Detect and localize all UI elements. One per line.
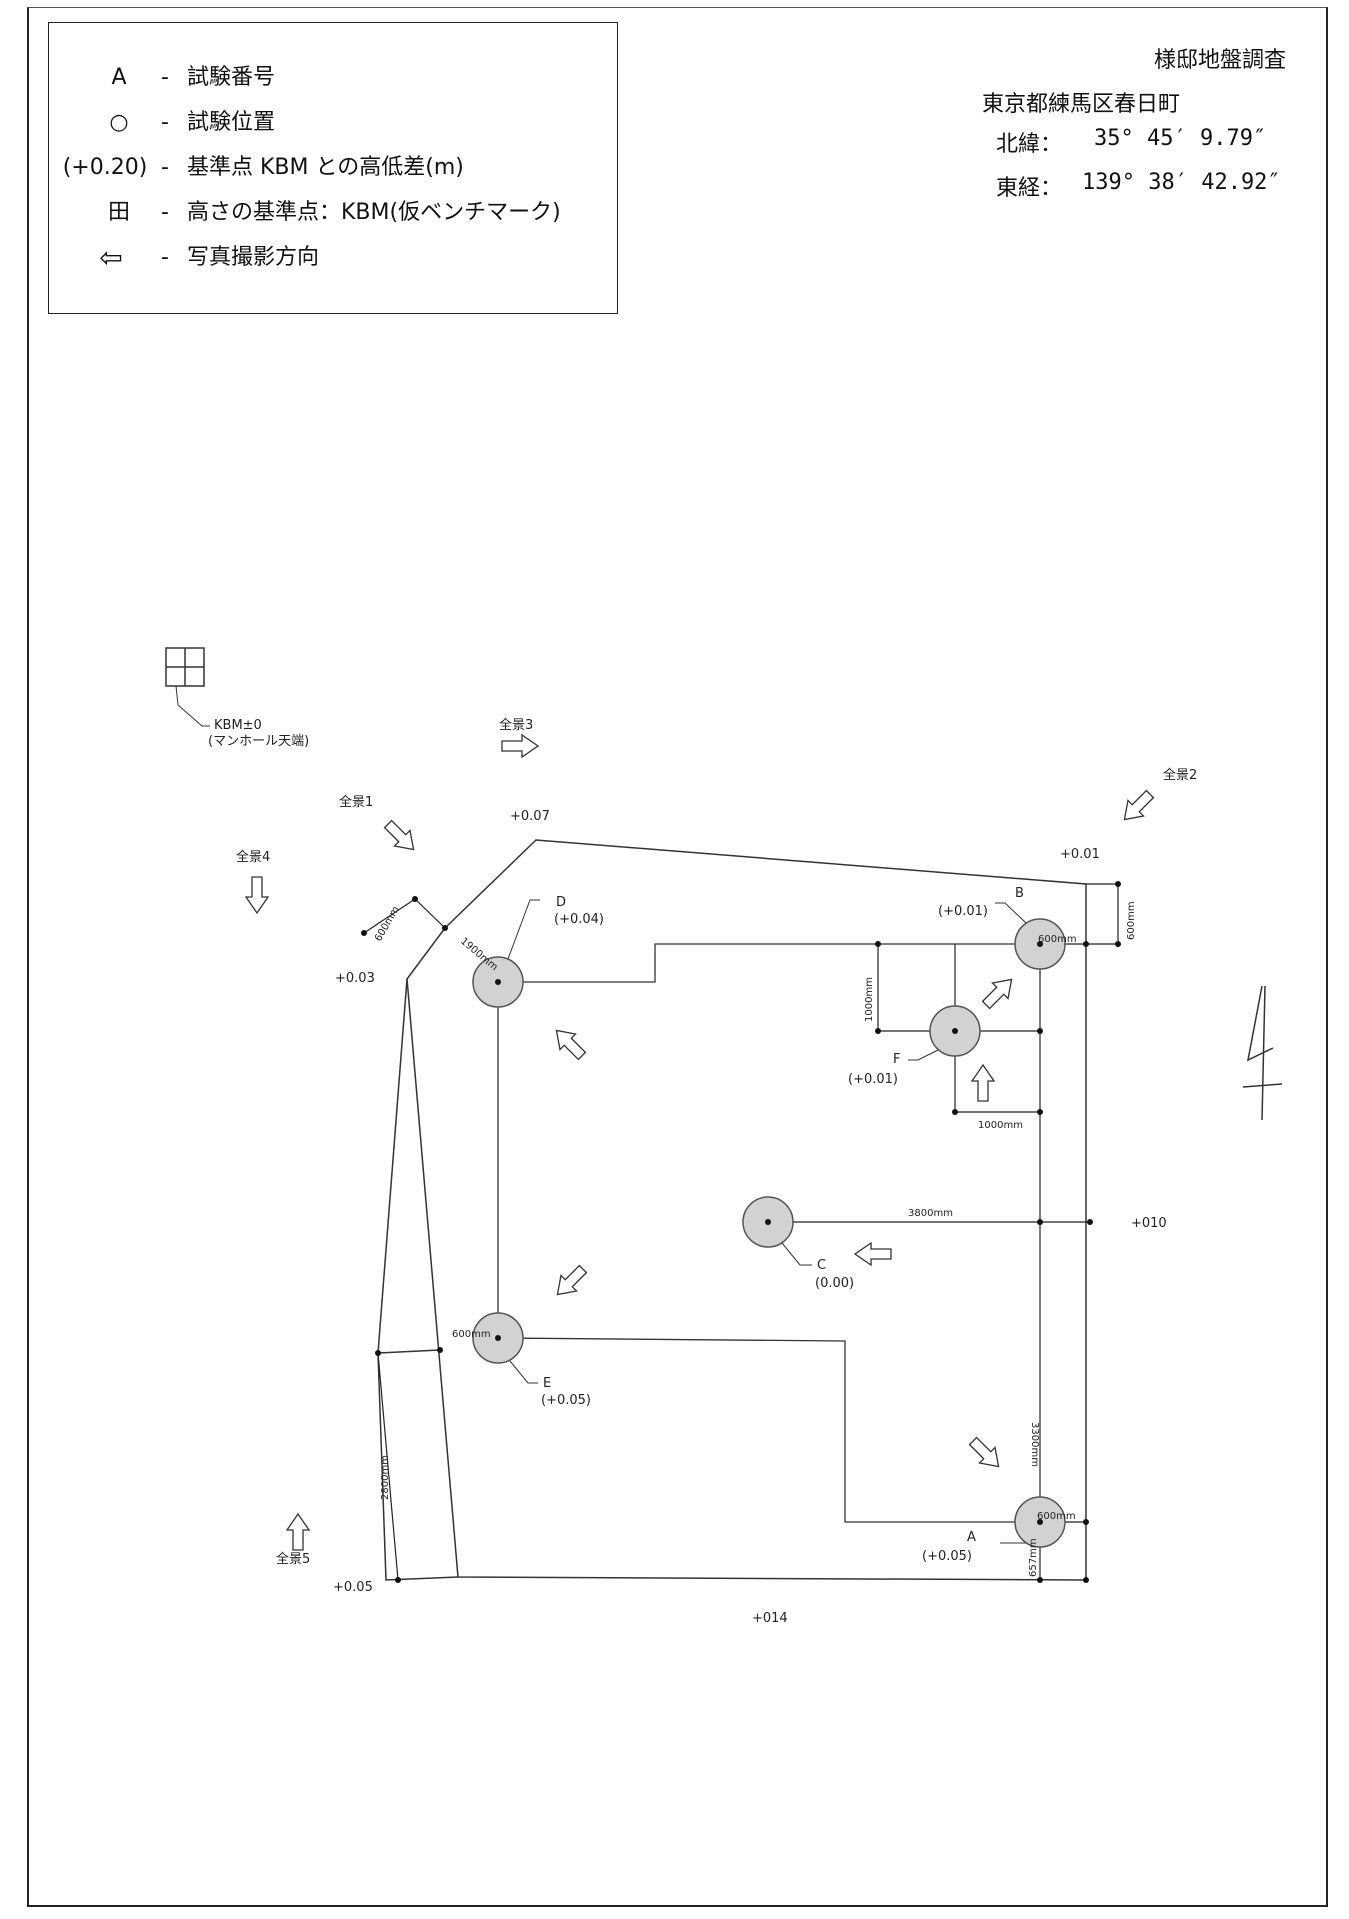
dim-label-657: 657mm: [1028, 1538, 1039, 1577]
arrow-down-left-icon: [556, 1264, 588, 1296]
test-elev-F: (+0.01): [848, 1072, 898, 1087]
legend-text: 写真撮影方向: [187, 245, 320, 270]
legend-symbol: A: [111, 65, 127, 90]
test-elev-D: (+0.04): [554, 912, 604, 927]
elev-top-right: +0.01: [1060, 847, 1100, 862]
arrow-down-right-icon: [968, 1436, 1000, 1468]
test-elev-C: (0.00): [815, 1276, 854, 1291]
arrow-down-icon: [244, 876, 270, 915]
test-label-E: E: [543, 1376, 551, 1391]
dim-label-1000-v: 1000mm: [864, 977, 875, 1022]
view-label-3: 全景3: [499, 717, 533, 733]
test-elev-A: (+0.05): [922, 1549, 972, 1564]
arrow-right-icon: [501, 733, 540, 759]
legend-symbol: (+0.20): [62, 155, 148, 180]
test-point-E: [472, 1312, 538, 1384]
test-elev-B: (+0.01): [938, 904, 988, 919]
test-point-B: [995, 902, 1066, 970]
legend-dash: -: [161, 245, 169, 270]
elev-right-mid: +010: [1131, 1216, 1167, 1231]
view-label-5: 全景5: [276, 1551, 310, 1567]
legend-text: 高さの基準点：KBM(仮ベンチマーク): [187, 200, 561, 225]
elev-bottom-left: +0.05: [333, 1580, 373, 1595]
view-label-4: 全景4: [236, 849, 270, 865]
latitude-value: 35° 45′ 9.79″: [1094, 126, 1267, 151]
dim-label-600-right: 600mm: [1126, 901, 1137, 940]
dim-label-1000-h: 1000mm: [978, 1120, 1023, 1131]
dim-label-600-e: 600mm: [452, 1329, 491, 1340]
arrow-down-left-icon: [1123, 789, 1155, 821]
test-point-C: [742, 1196, 812, 1266]
legend-text: 試験番号: [187, 65, 276, 90]
legend-dash: -: [161, 200, 169, 225]
arrow-up-icon: [970, 1063, 996, 1102]
test-point-A: [1000, 1496, 1066, 1548]
page-frame: [27, 7, 1328, 1907]
legend-text: 基準点 KBM との高低差(m): [187, 155, 464, 180]
arrow-down-right-icon: [383, 819, 415, 851]
test-label-A: A: [967, 1530, 976, 1545]
legend-text: 試験位置: [187, 110, 276, 135]
kbm-sublabel: (マンホール天端): [208, 734, 309, 749]
test-point-D: [472, 899, 540, 1008]
grid-box-icon: 田: [107, 200, 130, 225]
elev-top: +0.07: [510, 809, 550, 824]
test-elev-E: (+0.05): [541, 1393, 591, 1408]
arrow-up-icon: [285, 1512, 311, 1551]
test-point-F: [908, 1005, 981, 1061]
arrow-left-icon: [853, 1241, 892, 1267]
view-label-2: 全景2: [1163, 767, 1197, 783]
circle-icon: ○: [109, 110, 129, 135]
elev-left: +0.03: [335, 971, 375, 986]
elev-bottom: +014: [752, 1611, 788, 1626]
legend-dash: -: [161, 110, 169, 135]
test-label-C: C: [817, 1258, 826, 1273]
legend-dash: -: [161, 65, 169, 90]
legend-box: A - 試験番号 ○ - 試験位置 (+0.20) - 基準点 KBM との高低…: [48, 22, 618, 314]
test-label-D: D: [556, 895, 566, 910]
longitude-value: 139° 38′ 42.92″: [1082, 170, 1281, 195]
dim-label-2800: 2800mm: [380, 1455, 391, 1500]
kbm-label: KBM±0: [214, 718, 262, 733]
arrow-up-left-icon: [555, 1029, 587, 1061]
arrow-up-right-icon: [981, 978, 1013, 1010]
dim-label-600-a: 600mm: [1037, 1511, 1076, 1522]
survey-title: 様邸地盤調査: [1153, 48, 1286, 73]
site-address: 東京都練馬区春日町: [982, 92, 1181, 117]
kbm-benchmark-icon: [165, 647, 210, 727]
test-label-F: F: [893, 1052, 900, 1067]
legend-dash: -: [161, 155, 169, 180]
dim-label-600-b: 600mm: [1038, 934, 1077, 945]
dim-label-3800: 3800mm: [908, 1208, 953, 1219]
view-label-1: 全景1: [339, 794, 373, 810]
arrow-left-icon: ⇦: [99, 241, 123, 274]
building-outline: [497, 943, 1041, 1580]
dim-label-3300: 3300mm: [1029, 1422, 1040, 1467]
test-label-B: B: [1015, 886, 1024, 901]
dimension-lines: [363, 883, 1119, 1581]
north-arrow-icon: [1242, 985, 1283, 1121]
latitude-label: 北緯：: [996, 132, 1063, 157]
longitude-label: 東経：: [996, 176, 1063, 201]
